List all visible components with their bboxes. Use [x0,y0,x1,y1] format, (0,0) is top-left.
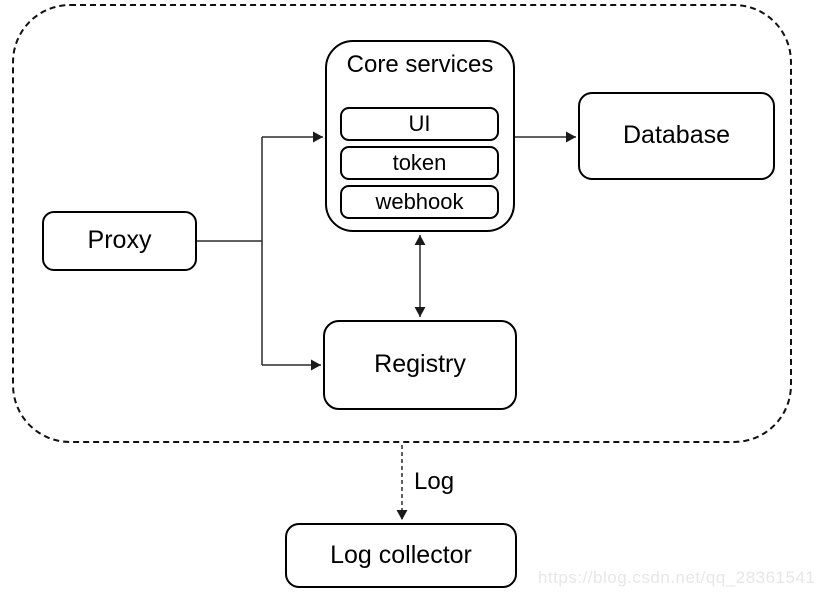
node-log-collector: Log collector [285,523,517,588]
node-core-services: Core services UI token webhook [325,40,515,232]
node-database-label: Database [622,121,731,150]
subnode-ui: UI [340,107,499,141]
subnode-token: token [340,146,499,180]
log-edge-label: Log [414,468,455,495]
subnode-webhook: webhook [340,185,499,219]
subnode-ui-label: UI [408,111,431,136]
subnode-webhook-label: webhook [375,189,464,214]
node-proxy: Proxy [42,211,197,271]
node-registry: Registry [323,320,517,410]
node-log-collector-label: Log collector [330,540,472,569]
subnode-token-label: token [392,150,447,175]
node-database: Database [578,92,775,180]
node-registry-label: Registry [374,350,466,379]
system-boundary-dashed-box [12,4,792,443]
node-proxy-label: Proxy [87,226,152,255]
watermark-text: https://blog.csdn.net/qq_28361541 [538,568,816,587]
node-core-services-label: Core services [346,51,494,78]
